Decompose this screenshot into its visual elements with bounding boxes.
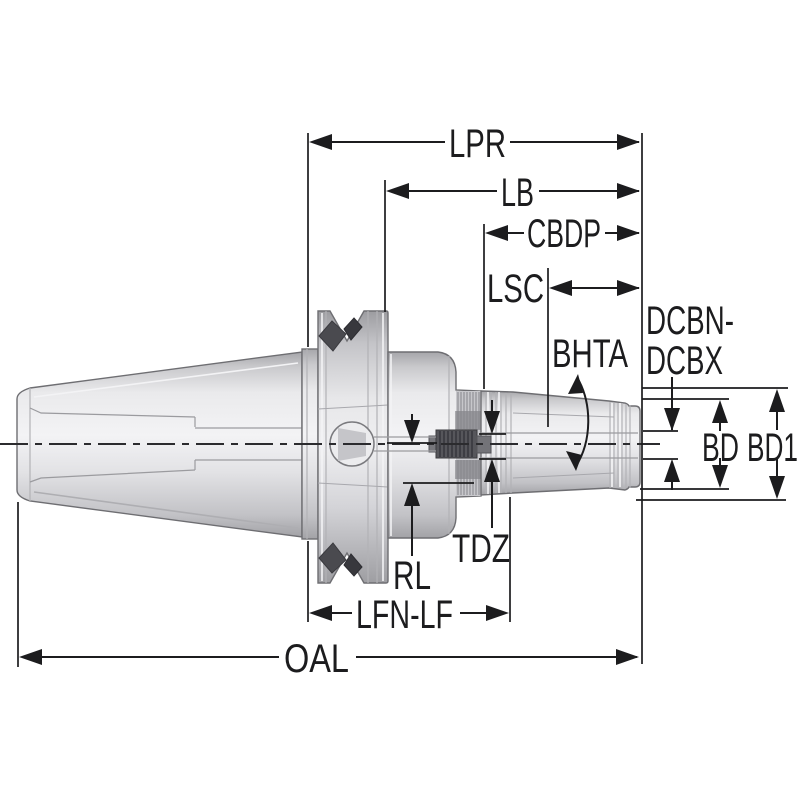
dim-label-dcbx: DCBX [646,339,723,383]
drive-key-top-small [343,317,363,341]
dim-label-bd: BD [702,426,739,470]
dimension-lsc: LSC [487,267,640,427]
drive-key-bottom-small [343,553,363,577]
drive-key-bottom [318,542,347,574]
dim-label-lsc: LSC [487,267,544,311]
dimension-bd1: BD1 [636,387,798,501]
dimension-cbdp: CBDP [483,212,640,389]
dimension-lb: LB [384,171,640,312]
drive-key-top [318,320,347,352]
dim-label-cbdp: CBDP [527,212,601,256]
tool-holder-body [16,310,641,584]
dimension-lfn-lf: LFN-LF [307,497,511,637]
dim-label-lb: LB [501,171,534,215]
dim-label-lfn-lf: LFN-LF [356,593,453,637]
dim-label-dcbn: DCBN- [646,299,734,343]
thread-texture [457,392,480,495]
dim-label-tdz: TDZ [452,527,510,571]
dim-label-lpr: LPR [449,122,506,166]
dimension-dcbn-dcbx: DCBN- DCBX [643,299,734,490]
dimension-lpr: LPR [307,122,640,347]
dim-label-rl: RL [393,554,431,598]
dim-label-oal: OAL [284,637,349,681]
dimension-oal: OAL [17,502,639,681]
dimension-tdz: TDZ [452,400,510,571]
v-flange [317,310,389,584]
dim-label-bhta: BHTA [552,332,628,376]
dimension-bhta: BHTA [552,332,628,471]
dimension-rl: RL [387,414,474,598]
dimension-bd: BD [640,398,739,490]
dim-label-bd1: BD1 [747,426,798,470]
